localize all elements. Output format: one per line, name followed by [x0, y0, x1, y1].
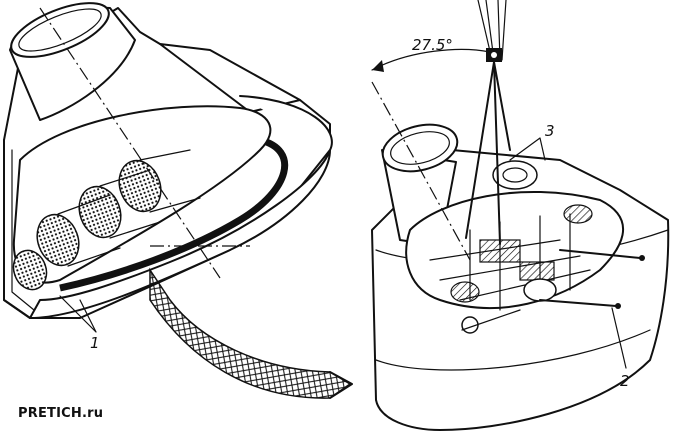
hoist-line-left: [465, 61, 495, 239]
left-capsule-edge: [3, 139, 31, 319]
left-capsule-axis: [39, 7, 221, 279]
left-stowage-rope: [59, 137, 288, 291]
angle-arc: [371, 48, 491, 71]
left-upper-panel: [159, 43, 301, 113]
left-heat-shield: [29, 95, 333, 319]
callout-2-label: 2: [620, 372, 630, 390]
angle-arc-arrow: [372, 60, 384, 72]
callout-1-label: 1: [90, 334, 100, 352]
right-heat-shield-band: [375, 329, 651, 371]
right-strut-upper: [559, 249, 641, 259]
right-strut-lower-bolt: [615, 303, 621, 309]
callout-3-leader: [509, 137, 546, 161]
angle-label: 27.5°: [412, 36, 453, 54]
left-parachute-canisters: [12, 149, 201, 291]
right-capsule-axis: [371, 81, 471, 261]
callout-2-leader: [611, 307, 627, 369]
right-tunnel-inner-rim: [390, 131, 450, 165]
left-capsule-edge-inner: [11, 149, 35, 311]
hoist-line-center: [493, 61, 501, 245]
parachute-bundle: [149, 267, 352, 399]
watermark-text: PRETICH.ru: [18, 406, 104, 421]
right-strut-upper-bolt: [639, 255, 645, 261]
callout-3-label: 3: [545, 122, 555, 140]
left-tunnel-inner-rim: [18, 8, 102, 52]
hoist-line-right: [493, 61, 511, 151]
right-capsule: [371, 0, 670, 431]
right-equipment-details: [429, 160, 593, 334]
parachute-arrow: [329, 371, 353, 399]
right-strut-lower: [539, 299, 617, 307]
callout-1-leader: [59, 295, 97, 333]
left-capsule: [3, 2, 353, 399]
